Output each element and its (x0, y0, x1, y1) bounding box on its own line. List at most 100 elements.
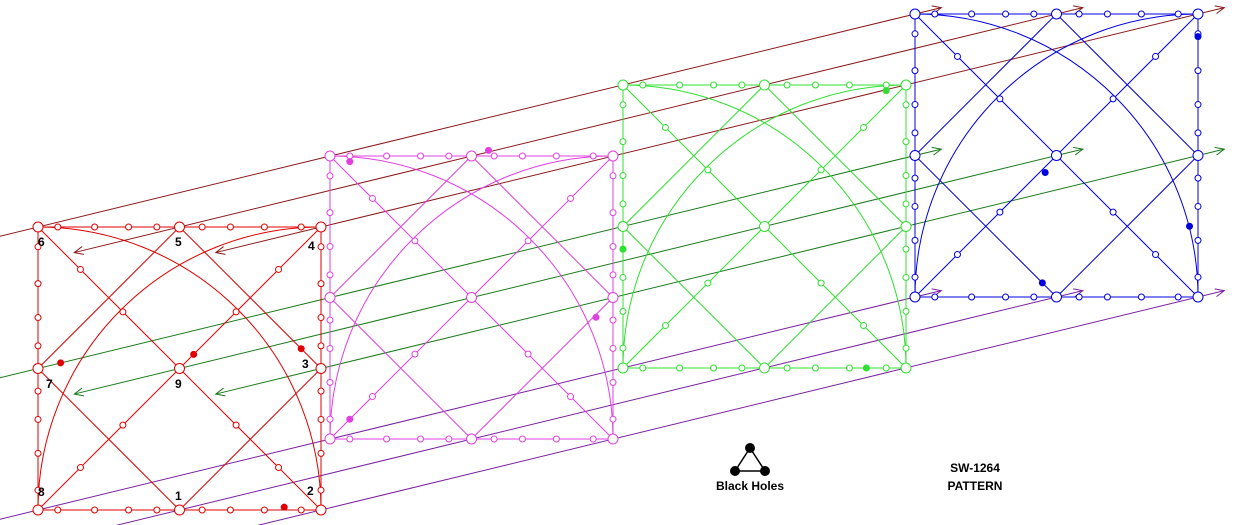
panel-small-node (34, 415, 42, 423)
panel-small-node (125, 223, 133, 231)
panel-small-node (317, 314, 325, 322)
pattern-title: SW-1264 PATTERN (948, 461, 1003, 493)
node-label-8: 8 (38, 485, 45, 499)
panel-small-node (609, 243, 617, 251)
arrow-head (1073, 146, 1085, 156)
panel-small-node (619, 138, 627, 146)
panel-filled-node (346, 158, 354, 166)
arrow-head (1214, 146, 1226, 156)
panel-small-node (34, 449, 42, 457)
panel-node (324, 292, 336, 303)
panel-node (1192, 8, 1204, 20)
panel-small-node (317, 342, 325, 350)
panel-small-node (76, 265, 84, 273)
panel-line (622, 84, 765, 227)
panel-line (471, 155, 614, 298)
panel-line (764, 84, 907, 227)
panel-small-node (232, 308, 240, 316)
panel-small-node (1075, 293, 1083, 301)
panel-small-node (609, 344, 617, 352)
panel-small-node (445, 152, 453, 160)
panel-small-node (738, 81, 746, 89)
black-hole-icon (760, 466, 770, 476)
panel-small-node (1174, 293, 1182, 301)
panel-small-node (811, 364, 819, 372)
panel-node (607, 433, 619, 445)
panel-small-node (996, 208, 1004, 216)
panel-node (759, 79, 770, 91)
panel-filled-node (484, 146, 492, 154)
panel-node (466, 292, 477, 303)
panel-small-node (275, 464, 283, 472)
panel-small-node (346, 152, 354, 160)
panel-small-node (911, 174, 919, 182)
panel-node (174, 221, 185, 233)
panel-line (764, 226, 907, 369)
panel-small-node (153, 506, 161, 514)
panel-node (1051, 150, 1062, 161)
panel-small-node (445, 435, 453, 443)
panel-small-node (676, 364, 684, 372)
panel-small-node (619, 200, 627, 208)
panel-small-node (518, 152, 526, 160)
panel-small-node (639, 364, 647, 372)
panel-small-node (589, 152, 597, 160)
panel-small-node (953, 52, 961, 60)
arrow-head (214, 387, 226, 397)
panel-small-node (417, 435, 425, 443)
panel-node (324, 433, 336, 445)
panel-small-node (902, 200, 910, 208)
panel-small-node (317, 280, 325, 288)
panel-node (315, 363, 327, 374)
connector-line (0, 148, 942, 379)
panel-small-node (968, 293, 976, 301)
panel-red (32, 221, 327, 516)
panel-magenta (324, 146, 619, 445)
panel-small-node (1174, 10, 1182, 18)
black-hole-icon (745, 443, 755, 453)
node-label-3: 3 (302, 357, 309, 371)
panel-small-node (552, 152, 560, 160)
panel-line (1056, 155, 1199, 298)
panel-node (759, 221, 770, 232)
panel-small-node (1030, 293, 1038, 301)
panel-small-node (619, 101, 627, 109)
panel-filled-node (1038, 279, 1046, 287)
panel-small-node (661, 322, 669, 330)
panel-small-node (589, 435, 597, 443)
panel-node (607, 150, 619, 162)
panel-small-node (383, 152, 391, 160)
panel-small-node (609, 316, 617, 324)
panel-line (329, 297, 472, 440)
panel-small-node (317, 449, 325, 457)
node-labels: 6 5 4 7 9 3 8 1 2 (38, 235, 315, 503)
legend-caption: Black Holes (716, 479, 784, 493)
panel-small-node (1030, 10, 1038, 18)
panel-node (315, 221, 327, 233)
panel-small-node (34, 486, 42, 494)
panel-node (32, 504, 44, 516)
panel-small-node (34, 280, 42, 288)
panel-small-node (860, 123, 868, 131)
panel-filled-node (882, 87, 890, 95)
panel-node (1192, 150, 1204, 161)
panel-small-node (275, 265, 283, 273)
panel-small-node (1152, 251, 1160, 259)
panel-node (1051, 291, 1062, 303)
panel-small-node (317, 243, 325, 251)
title-line-2: PATTERN (948, 479, 1003, 493)
panel-small-node (619, 172, 627, 180)
node-label-6: 6 (38, 235, 45, 249)
title-line-1: SW-1264 (950, 461, 1000, 475)
panel-small-node (845, 81, 853, 89)
panel-line (179, 226, 322, 369)
panel-small-node (260, 223, 268, 231)
panel-small-node (297, 223, 305, 231)
panel-filled-node (297, 345, 305, 353)
panel-line (471, 297, 614, 440)
panel-small-node (317, 486, 325, 494)
panel-small-node (567, 194, 575, 202)
panel-node (617, 79, 629, 91)
panel-blue (909, 8, 1204, 303)
